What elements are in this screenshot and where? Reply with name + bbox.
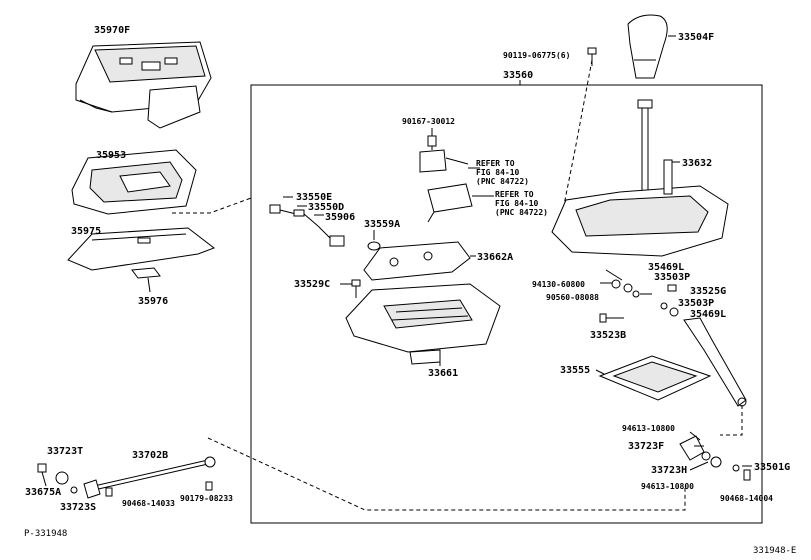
refer-2-line2: FIG 84-10 [495,199,539,208]
refer-2-line1: REFER TO [495,190,534,199]
part-33555-boot [598,355,712,401]
label-90468-b: 90468-14004 [720,494,773,503]
label-35975: 35975 [71,226,101,237]
label-33723H: 33723H [651,465,687,476]
leader-bolt-to-lever [559,59,593,226]
label-33523B: 33523B [590,330,626,341]
part-33702B-cable [83,456,216,499]
leader-35953-to-box [172,197,252,214]
label-33555: 33555 [560,365,590,376]
part-90119-bolt [587,47,597,66]
label-35906: 35906 [325,212,355,223]
label-33503P-b: 33503P [678,298,714,309]
part-33529C-screw [351,279,361,298]
part-35970F-housing [75,41,212,129]
refer-1-line1: REFER TO [476,159,515,168]
label-90119: 90119-06775(6) [503,51,570,60]
refer-1-line2: FIG 84-10 [476,168,520,177]
part-33559A-grommet [367,230,381,251]
assembly-frame-33560 [250,84,763,524]
label-33662A: 33662A [477,252,513,263]
part-33662A-plate [363,241,471,281]
leader-lever-to-bracket [720,405,743,436]
part-33723F-bracket [679,435,751,481]
part-90167-switch [419,128,473,223]
part-35975-cover [67,227,216,271]
part-fasteners-right [599,279,679,323]
label-35976: 35976 [138,296,168,307]
part-35976-clip [131,267,161,293]
label-90560: 90560-08088 [546,293,599,302]
part-fasteners-left [37,463,213,497]
label-33529C: 33529C [294,279,330,290]
part-35469L-arm [683,317,747,407]
part-33550-wiring [269,204,345,247]
label-33675A: 33675A [25,487,61,498]
label-33525G: 33525G [690,286,726,297]
label-33560: 33560 [503,70,533,81]
refer-2-line3: (PNC 84722) [495,208,548,217]
label-33632: 33632 [682,158,712,169]
label-35953: 35953 [96,150,126,161]
label-33501G: 33501G [754,462,790,473]
refer-1-line3: (PNC 84722) [476,177,529,186]
label-94613-a: 94613-10800 [622,424,675,433]
label-33550D: 33550D [308,202,344,213]
label-35970F: 35970F [94,25,130,36]
label-35469L-a: 35469L [648,262,684,273]
label-33503P-a: 33503P [654,272,690,283]
label-33723T: 33723T [47,446,83,457]
part-35953-bezel [71,149,197,215]
part-33560-lever-assembly [551,99,729,257]
label-90179: 90179-08233 [180,494,233,503]
label-33504F: 33504F [678,32,714,43]
label-33550E: 33550E [296,192,332,203]
label-94613-b: 94613-10800 [641,482,694,491]
label-33559A: 33559A [364,219,400,230]
label-90167: 90167-30012 [402,117,455,126]
part-33661-base [345,283,501,365]
label-33702B: 33702B [132,450,168,461]
label-33723S: 33723S [60,502,96,513]
label-33723F: 33723F [628,441,664,452]
part-33504F-knob [627,14,668,79]
leader-cable-to-bracket [207,437,686,511]
footer-left-code: P-331948 [24,529,67,539]
label-94130: 94130-60800 [532,280,585,289]
label-90468-a: 90468-14033 [122,499,175,508]
label-35469L-b: 35469L [690,309,726,320]
footer-right-code: 331948-E [753,546,796,556]
label-33661: 33661 [428,368,458,379]
